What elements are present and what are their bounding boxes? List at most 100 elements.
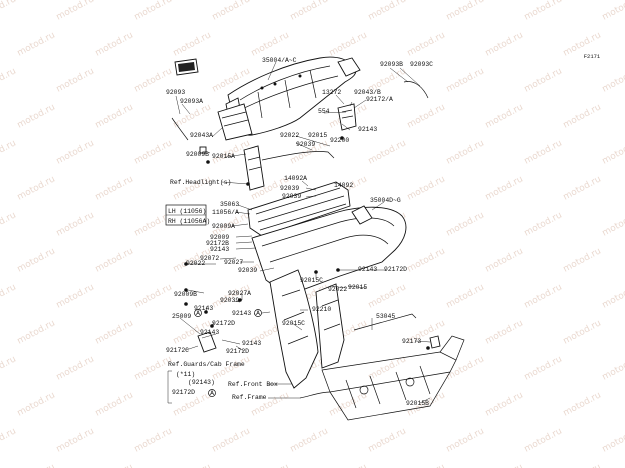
watermark-text: motod.ru [601,210,625,238]
svg-text:A: A [196,310,200,317]
callout-92172d-l2: 92172D [226,348,249,355]
watermark-text: motod.ru [211,354,252,382]
watermark-text: motod.ru [55,354,96,382]
watermark-text: motod.ru [133,0,174,23]
watermark-text: motod.ru [0,0,18,23]
watermark-text: motod.ru [328,462,369,468]
callout-92173: 92173 [402,338,421,345]
callout-53045: 53045 [376,313,395,320]
svg-text:A: A [256,310,260,317]
callout-92093c: 92093C [410,61,433,68]
ref-headlights: Ref.Headlight(s) [170,179,231,186]
watermark-text: motod.ru [445,66,486,94]
watermark-text: motod.ru [55,210,96,238]
variant-lh: LH (11056) [168,208,206,215]
watermark-text: motod.ru [55,138,96,166]
watermark-text: motod.ru [94,318,135,346]
callout-92210: 92210 [312,306,331,313]
callout-92015-top: 92015 [308,132,327,139]
watermark-text: motod.ru [445,138,486,166]
callout-92015-low: 92015 [348,284,367,291]
watermark-text: motod.ru [0,426,18,454]
callout-92009b-low: 92009B [174,291,197,298]
callout-92143-top: 92143 [358,126,377,133]
callout-92015b: 92015B [406,400,429,407]
watermark-text: motod.ru [328,30,369,58]
watermark-text: motod.ru [172,462,213,468]
watermark-text: motod.ru [445,282,486,310]
callout-92015c-a: 92015C [300,277,323,284]
callout-92143-right: 92143 [358,266,377,273]
watermark-text: motod.ru [328,390,369,418]
callout-92039-mid2: 92039 [282,193,301,200]
watermark-text: motod.ru [445,354,486,382]
watermark-text: motod.ru [55,66,96,94]
watermark-text: motod.ru [172,30,213,58]
watermark-text: motod.ru [367,138,408,166]
callout-92143-l4: 92143 [242,340,261,347]
watermark-text: motod.ru [406,30,447,58]
callout-35004ac: 35004/A~C [262,57,297,64]
ref-front-box: Ref.Front Box [228,381,278,388]
watermark-text: motod.ru [133,282,174,310]
watermark-text: motod.ru [523,66,564,94]
variant-rh: RH (11056A) [168,218,210,225]
watermark-text: motod.ru [16,174,57,202]
watermark-text: motod.ru [484,174,525,202]
watermark-text: motod.ru [367,426,408,454]
watermark-text: motod.ru [133,426,174,454]
watermark-text: motod.ru [94,462,135,468]
callout-92143-paren: (92143) [188,379,215,386]
watermark-text: motod.ru [523,354,564,382]
watermark-text: motod.ru [0,210,18,238]
watermark-text: motod.ru [523,426,564,454]
watermark-text: motod.ru [133,138,174,166]
watermark-text: motod.ru [94,390,135,418]
callout-92009: 92009 [210,234,229,241]
watermark-text: motod.ru [0,282,18,310]
side-fender [251,205,407,293]
support-rod [261,151,335,161]
marker-a-3: A [210,390,214,397]
callout-92172a: 92172/A [366,96,393,103]
watermark-text: motod.ru [562,174,603,202]
fasteners [184,136,430,350]
watermark-text: motod.ru [16,102,57,130]
watermark-text: motod.ru [16,246,57,274]
ref-guards: Ref.Guards/Cab Frame [168,361,245,368]
watermark-text: motod.ru [367,282,408,310]
callout-92143-l2: 92143 [232,310,251,317]
figure-number: F2171 [584,53,601,60]
watermark-text: motod.ru [484,30,525,58]
variant-box: LH (11056) RH (11056A) [165,204,210,226]
watermark-text: motod.ru [601,138,625,166]
watermark-text: motod.ru [16,462,57,468]
callout-92043a: 92043A [190,132,213,139]
watermark-text: motod.ru [562,318,603,346]
bolt-92173 [429,335,441,349]
callout-92009a: 92009A [212,223,235,230]
callout-92143-l3: 92143 [200,329,219,336]
watermark-text: motod.ru [445,210,486,238]
callout-92027: 92027 [224,259,243,266]
watermark-text: motod.ru [250,30,291,58]
watermark-text: motod.ru [211,0,252,23]
watermark-text: motod.ru [94,102,135,130]
callout-92200: 92200 [330,137,349,144]
option-box: (*11) (92143) 92172D A [167,370,216,404]
callout-92172d-right: 92172D [384,266,407,273]
callout-35063: 35063 [220,201,239,208]
callout-92009b-top: 92009B [186,151,209,158]
small-bracket-left [197,331,217,353]
watermark-text: motod.ru [484,246,525,274]
callout-92015c-b: 92015C [282,320,305,327]
watermark-text: motod.ru [562,246,603,274]
watermark-text: motod.ru [523,210,564,238]
cable [353,313,417,331]
watermark-text: motod.ru [406,102,447,130]
callout-92022-top: 92022 [280,132,299,139]
callout-star: (*11) [176,371,195,378]
watermark-text: motod.ru [484,390,525,418]
marker-a-2: A [254,309,262,317]
watermark-text: motod.ru [601,0,625,23]
